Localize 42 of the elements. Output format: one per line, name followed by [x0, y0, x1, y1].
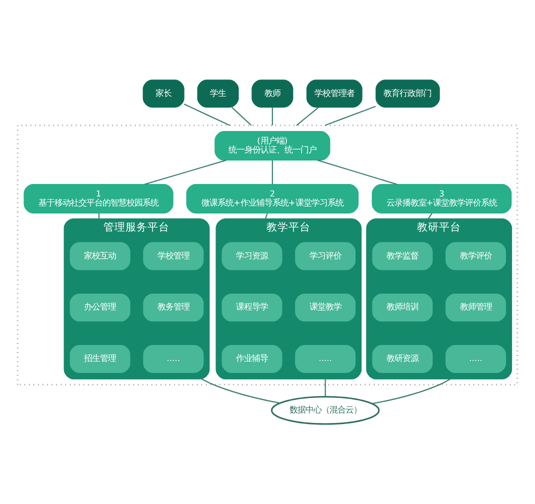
- node-box: 1 基于移动社交平台的智慧校园系统: [24, 184, 174, 214]
- node-box: 教师培训: [372, 294, 433, 322]
- node-box: 教研资源: [372, 344, 433, 373]
- node-box: 课程导学: [222, 294, 282, 322]
- node-box: 教学监督: [372, 242, 433, 270]
- connector: [296, 106, 319, 126]
- node-box: .....: [143, 344, 204, 373]
- node-box: 教育行政部门: [376, 80, 440, 108]
- node-box: 作业辅导: [222, 344, 282, 373]
- node-box: 教务管理: [143, 294, 204, 322]
- connector: [272, 160, 273, 184]
- connector: [232, 107, 252, 126]
- connector: [372, 378, 452, 404]
- connector: [324, 378, 326, 396]
- node-box: (用户端) 统一身份认证、统一门户: [214, 131, 330, 161]
- connector: [317, 160, 398, 185]
- node-box: 学习评价: [295, 242, 356, 270]
- node-box: 3 云录播教室+课堂教学评价系统: [372, 184, 512, 214]
- connector: [272, 107, 273, 126]
- node-box: 家校互动: [70, 242, 130, 270]
- node-box: 招生管理: [70, 344, 130, 373]
- connector: [427, 212, 432, 220]
- node-box: 办公管理: [70, 294, 130, 322]
- connector: [324, 106, 376, 126]
- node-box: .....: [295, 344, 356, 373]
- node-box: 学习资源: [222, 242, 282, 270]
- node-ellipse: 数据中心（混合云）: [270, 396, 380, 425]
- connector: [264, 213, 268, 220]
- connector: [200, 378, 280, 404]
- connector: [184, 104, 230, 126]
- node-box: 家长: [142, 80, 184, 108]
- node-box: 教师管理: [446, 294, 506, 322]
- node-box: 教师: [252, 80, 294, 108]
- node-box: 2 微课系统+作业辅导系统+课堂学习系统: [186, 184, 359, 214]
- node-box: 课堂教学: [295, 294, 356, 322]
- node-box: 学校管理: [143, 242, 204, 270]
- node-box: .....: [446, 344, 506, 373]
- cluster: [16, 124, 518, 386]
- node-box: 学校管理者: [306, 80, 362, 108]
- node-box: 教学评价: [446, 242, 506, 270]
- node-box: 学生: [197, 80, 239, 108]
- connector: [144, 160, 226, 185]
